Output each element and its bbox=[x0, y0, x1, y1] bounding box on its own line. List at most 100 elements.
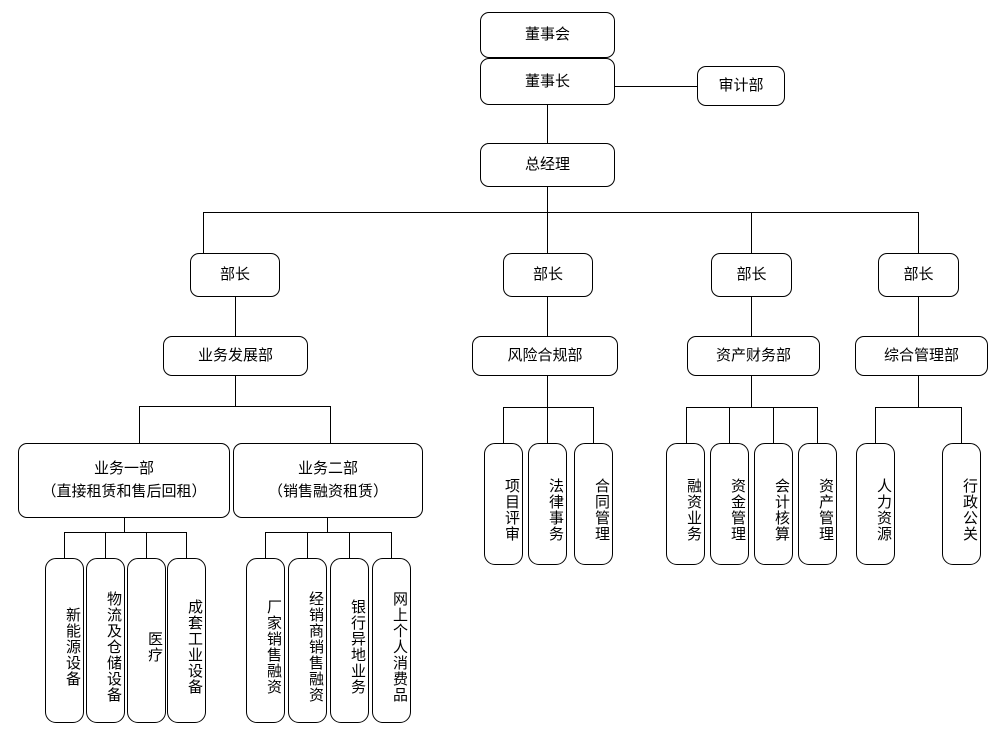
bus-drop-unit2-child-3 bbox=[349, 532, 350, 558]
node-department-risk-compliance[interactable]: 风险合规部 bbox=[472, 336, 618, 376]
node-unit1-child-complete-industrial-equipment[interactable]: 成套工业设备 bbox=[167, 558, 206, 723]
bus-unit2-children bbox=[265, 532, 391, 533]
node-label-line1: 业务二部 bbox=[297, 460, 358, 477]
bus-risk-children bbox=[503, 407, 593, 408]
node-unit2-child-dealer-sales-financing[interactable]: 经销商销售融资 bbox=[288, 558, 327, 723]
node-label: 人力资源 bbox=[875, 478, 892, 542]
node-label: 新能源设备 bbox=[64, 606, 81, 687]
bus-drop-risk-child-2 bbox=[547, 407, 548, 443]
node-unit1-child-new-energy-equipment[interactable]: 新能源设备 bbox=[45, 558, 84, 723]
connector-chairman-to-gm bbox=[547, 105, 548, 143]
node-label: 银行异地业务 bbox=[349, 598, 366, 695]
node-head-business[interactable]: 部长 bbox=[190, 253, 280, 297]
node-label: 厂家销售融资 bbox=[265, 598, 282, 695]
bus-drop-risk-child-1 bbox=[503, 407, 504, 443]
node-unit1-child-logistics-warehouse-equipment[interactable]: 物流及仓储设备 bbox=[86, 558, 125, 723]
node-label-line1: 业务一部 bbox=[93, 460, 154, 477]
node-label: 部长 bbox=[532, 266, 563, 284]
node-label: 物流及仓储设备 bbox=[105, 590, 122, 703]
bus-drop-asset-child-3 bbox=[773, 407, 774, 443]
connector-dept-risk-down bbox=[547, 376, 548, 407]
node-general-manager[interactable]: 总经理 bbox=[480, 143, 615, 187]
node-label: 资金管理 bbox=[729, 478, 746, 542]
node-label: 总经理 bbox=[524, 156, 570, 174]
bus-drop-head-1 bbox=[203, 212, 204, 253]
node-department-asset-finance[interactable]: 资产财务部 bbox=[687, 336, 820, 376]
node-risk-child-contract-management[interactable]: 合同管理 bbox=[574, 443, 613, 565]
bus-drop-risk-child-3 bbox=[593, 407, 594, 443]
connector-head1-to-dept1 bbox=[235, 297, 236, 336]
node-label: 资产管理 bbox=[817, 478, 834, 542]
node-label: 行政公关 bbox=[961, 478, 978, 542]
node-label: 董事会 bbox=[524, 26, 570, 44]
node-label-line2: （直接租赁和售后回租） bbox=[41, 482, 207, 500]
node-department-business-development[interactable]: 业务发展部 bbox=[163, 336, 308, 376]
connector-head4-to-dept4 bbox=[918, 297, 919, 336]
node-asset-child-financing-business[interactable]: 融资业务 bbox=[666, 443, 705, 565]
bus-drop-admin-child-1 bbox=[875, 407, 876, 443]
node-label: 资产财务部 bbox=[715, 347, 791, 365]
node-label: 融资业务 bbox=[685, 478, 702, 542]
bus-asset-children bbox=[686, 407, 817, 408]
node-head-asset[interactable]: 部长 bbox=[711, 253, 792, 297]
bus-drop-unit1-child-4 bbox=[186, 532, 187, 558]
node-unit2-child-bank-offsite-business[interactable]: 银行异地业务 bbox=[330, 558, 369, 723]
node-asset-child-accounting[interactable]: 会计核算 bbox=[754, 443, 793, 565]
bus-drop-asset-child-1 bbox=[686, 407, 687, 443]
node-label: 成套工业设备 bbox=[186, 598, 203, 695]
node-label: 风险合规部 bbox=[507, 347, 583, 365]
connector-dept1-down bbox=[235, 376, 236, 406]
node-head-risk[interactable]: 部长 bbox=[503, 253, 593, 297]
connector-dept-asset-down bbox=[751, 376, 752, 407]
node-department-general-management[interactable]: 综合管理部 bbox=[855, 336, 988, 376]
bus-drop-unit2-child-2 bbox=[307, 532, 308, 558]
bus-drop-asset-child-4 bbox=[817, 407, 818, 443]
bus-drop-unit2-child-4 bbox=[391, 532, 392, 558]
node-admin-child-human-resources[interactable]: 人力资源 bbox=[856, 443, 895, 565]
connector-unit1-down bbox=[124, 518, 125, 532]
bus-drop-unit-1 bbox=[139, 406, 140, 443]
node-risk-child-project-review[interactable]: 项目评审 bbox=[484, 443, 523, 565]
node-label: 部长 bbox=[219, 266, 250, 284]
node-label: 审计部 bbox=[718, 77, 764, 95]
connector-gm-down bbox=[547, 187, 548, 212]
node-label: 部长 bbox=[736, 266, 767, 284]
node-asset-child-asset-management[interactable]: 资产管理 bbox=[798, 443, 837, 565]
node-business-unit-2[interactable]: 业务二部 （销售融资租赁） bbox=[233, 443, 423, 518]
node-label: 综合管理部 bbox=[883, 347, 959, 365]
node-chairman[interactable]: 董事长 bbox=[480, 58, 615, 105]
node-label: 部长 bbox=[903, 266, 934, 284]
node-risk-child-legal-affairs[interactable]: 法律事务 bbox=[528, 443, 567, 565]
node-unit2-child-online-personal-consumer-goods[interactable]: 网上个人消费品 bbox=[372, 558, 411, 723]
bus-unit1-children bbox=[64, 532, 186, 533]
node-label-line2: （销售融资租赁） bbox=[267, 482, 388, 500]
node-business-unit-1[interactable]: 业务一部 （直接租赁和售后回租） bbox=[18, 443, 230, 518]
node-admin-child-administration-pr[interactable]: 行政公关 bbox=[942, 443, 981, 565]
node-head-admin[interactable]: 部长 bbox=[878, 253, 959, 297]
bus-drop-admin-child-2 bbox=[961, 407, 962, 443]
main-horizontal-bus bbox=[203, 212, 919, 213]
node-label: 法律事务 bbox=[547, 478, 564, 542]
bus-drop-head-4 bbox=[918, 212, 919, 253]
connector-chairman-to-audit bbox=[615, 86, 697, 87]
node-asset-child-fund-management[interactable]: 资金管理 bbox=[710, 443, 749, 565]
bus-drop-asset-child-2 bbox=[729, 407, 730, 443]
connector-dept-admin-down bbox=[918, 376, 919, 407]
node-unit1-child-medical[interactable]: 医疗 bbox=[127, 558, 166, 723]
node-audit-department[interactable]: 审计部 bbox=[697, 66, 785, 106]
bus-business-units bbox=[139, 406, 331, 407]
bus-drop-head-2 bbox=[547, 212, 548, 253]
connector-head3-to-dept3 bbox=[751, 297, 752, 336]
bus-drop-unit1-child-1 bbox=[64, 532, 65, 558]
node-label: 会计核算 bbox=[773, 478, 790, 542]
bus-drop-unit-2 bbox=[330, 406, 331, 443]
node-label: 网上个人消费品 bbox=[391, 590, 408, 703]
connector-unit2-down bbox=[327, 518, 328, 532]
bus-drop-head-3 bbox=[751, 212, 752, 253]
node-label: 项目评审 bbox=[503, 478, 520, 542]
node-label: 合同管理 bbox=[593, 478, 610, 542]
node-unit2-child-manufacturer-sales-financing[interactable]: 厂家销售融资 bbox=[246, 558, 285, 723]
node-board-of-directors[interactable]: 董事会 bbox=[480, 12, 615, 58]
node-label: 经销商销售融资 bbox=[307, 590, 324, 703]
